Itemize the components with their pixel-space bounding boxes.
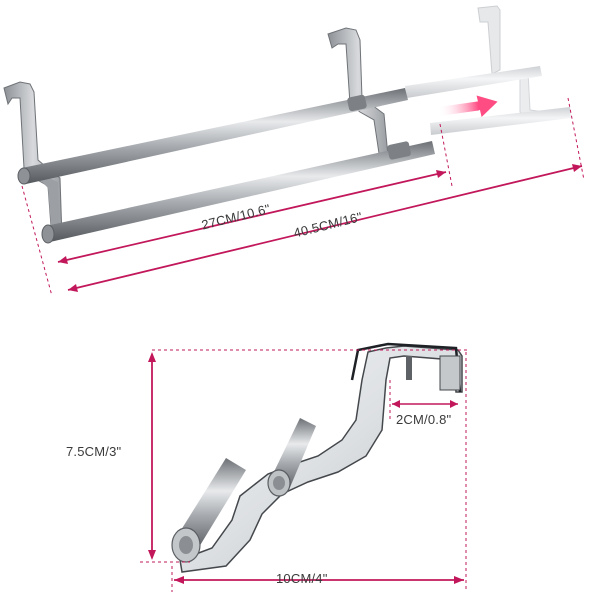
hook-width-label: 2CM/0.8": [396, 412, 452, 427]
profile-bracket: [179, 342, 463, 573]
lower-rod: [41, 141, 435, 244]
towel-bar-top-view: [3, 5, 585, 297]
left-bracket: [3, 81, 63, 241]
towel-bar-side-view: [140, 342, 470, 592]
height-label: 7.5CM/3": [66, 444, 122, 459]
upper-rod: [17, 88, 408, 185]
dimension-lines-top: [21, 97, 585, 297]
extended-ghost-section: [405, 5, 571, 135]
extend-arrow-icon: [437, 95, 498, 118]
profile-rod-back: [267, 418, 316, 497]
dimension-lines-bottom: [140, 349, 470, 592]
profile-rod-front: [171, 458, 246, 563]
depth-label: 10CM/4": [276, 571, 328, 586]
